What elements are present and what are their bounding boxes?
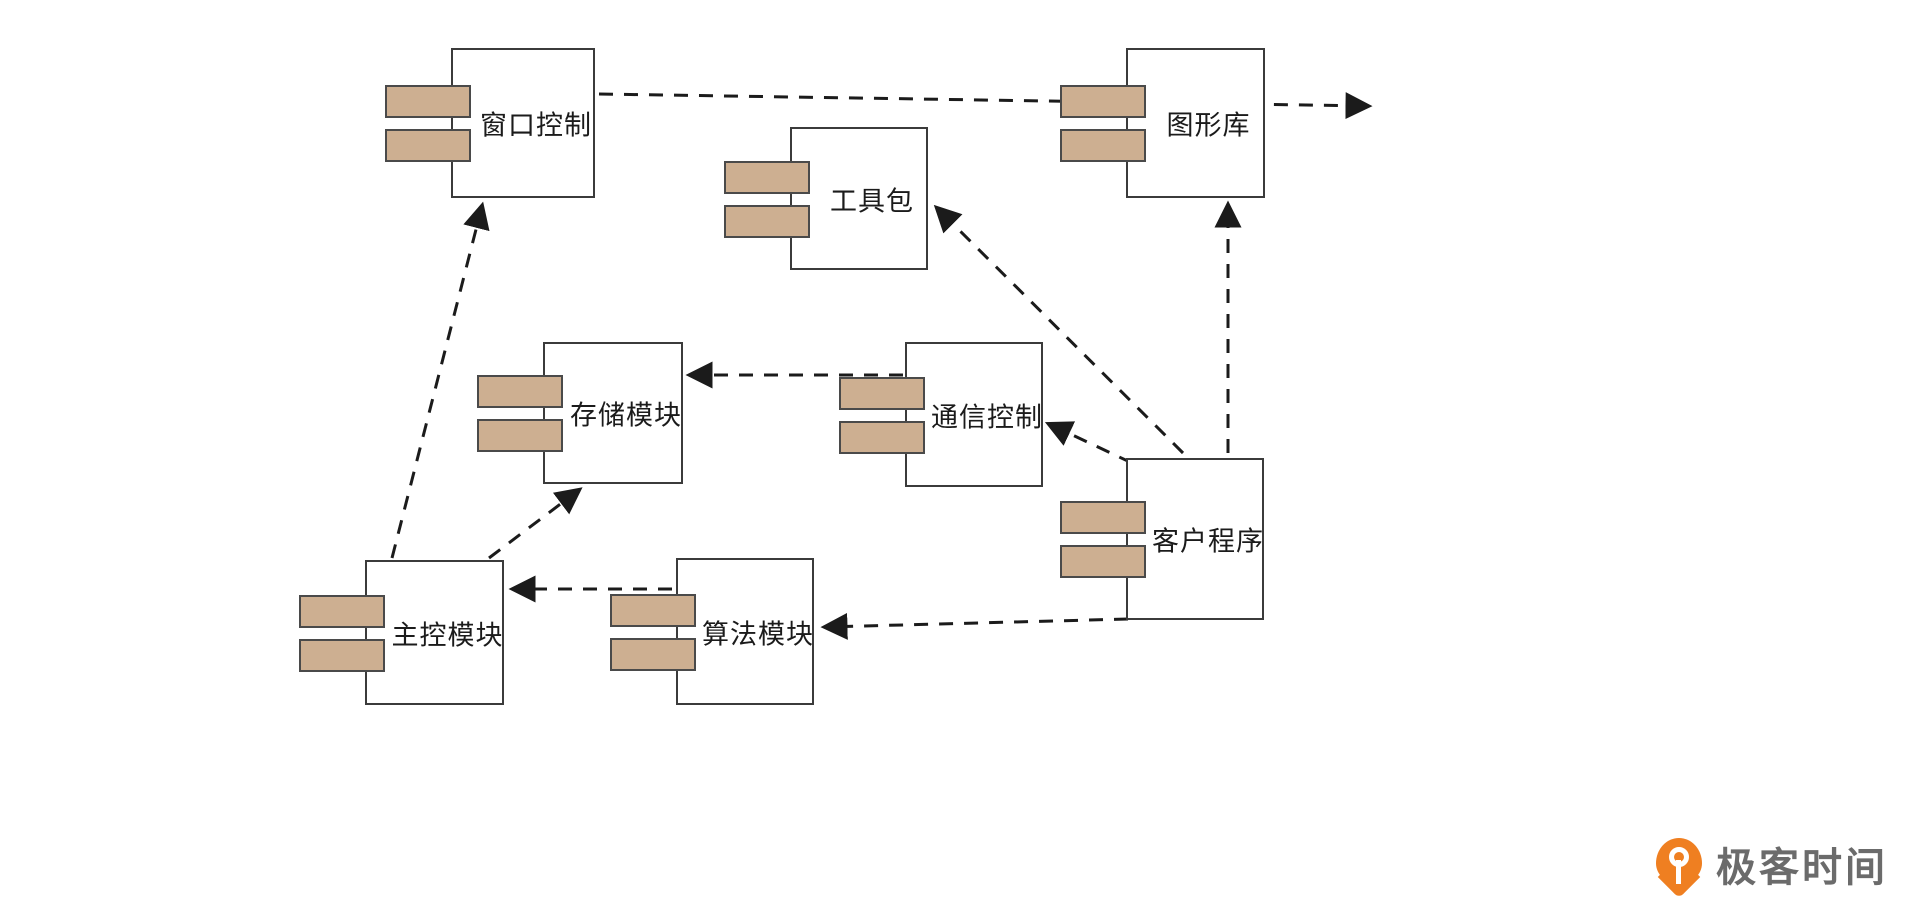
component-body	[451, 48, 595, 198]
component-tab-upper	[1060, 501, 1146, 534]
component-label: 窗口控制	[480, 110, 592, 142]
component-window-control[interactable]: 窗口控制	[385, 48, 595, 198]
component-tab-upper	[299, 594, 385, 628]
component-tab-upper	[724, 160, 810, 194]
component-tab-upper	[385, 85, 471, 118]
component-algorithm-module[interactable]: 算法模块	[610, 558, 814, 705]
component-label: 客户程序	[1152, 526, 1264, 558]
component-tab-lower	[299, 638, 385, 672]
component-tab-lower	[839, 420, 925, 454]
component-main-control[interactable]: 主控模块	[299, 560, 504, 705]
component-client-program[interactable]: 客户程序	[1060, 458, 1264, 620]
component-tab-lower	[1060, 545, 1146, 578]
edge-main-control-to-window-control	[390, 201, 490, 559]
component-tab-upper	[610, 593, 696, 627]
component-body	[1126, 458, 1264, 620]
component-label: 通信控制	[931, 402, 1043, 433]
geekbang-pin-icon	[1656, 838, 1702, 890]
component-tab-upper	[477, 375, 563, 408]
component-body	[676, 558, 814, 705]
component-tab-lower	[477, 419, 563, 452]
component-tab-upper	[1060, 85, 1146, 118]
component-body	[790, 127, 928, 270]
component-label: 算法模块	[702, 619, 814, 650]
component-toolkit[interactable]: 工具包	[724, 127, 928, 270]
component-comm-control[interactable]: 通信控制	[839, 342, 1043, 487]
edge-client-program-to-comm-control	[1044, 421, 1133, 465]
component-tab-lower	[1060, 129, 1146, 162]
edge-client-program-to-algorithm-module	[820, 612, 1129, 640]
component-label: 存储模块	[570, 400, 682, 432]
component-tab-lower	[385, 129, 471, 162]
component-body	[365, 560, 504, 705]
watermark-logo: 极客时间	[1656, 835, 1888, 893]
component-body	[905, 342, 1043, 487]
watermark-brand-text: 极客时间	[1716, 845, 1888, 891]
component-label: 图形库	[1166, 110, 1251, 142]
component-graphics-library[interactable]: 图形库	[1060, 48, 1265, 198]
component-label: 主控模块	[391, 620, 504, 651]
edge-main-control-to-storage-module	[488, 487, 583, 560]
component-tab-lower	[724, 204, 810, 238]
component-body	[543, 342, 683, 484]
component-storage-module[interactable]: 存储模块	[477, 342, 683, 484]
component-label: 工具包	[830, 186, 914, 217]
component-body	[1126, 48, 1265, 198]
component-tab-upper	[839, 376, 925, 410]
component-tab-lower	[610, 637, 696, 671]
